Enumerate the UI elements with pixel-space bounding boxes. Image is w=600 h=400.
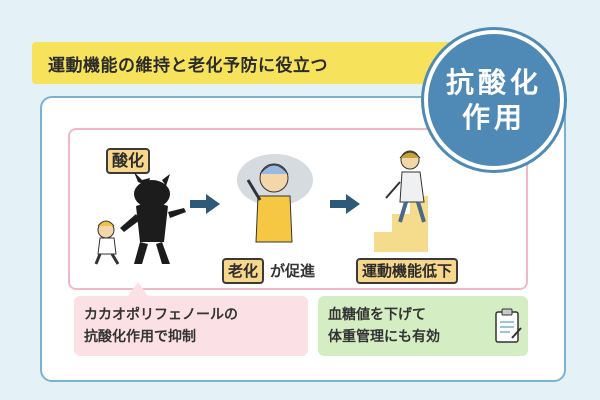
- cacao-line-1: カカオポリフェノールの: [84, 307, 238, 323]
- arrow-right-icon: [330, 194, 360, 214]
- aging-suffix: が促進: [270, 262, 316, 280]
- clipboard-icon: [495, 308, 522, 343]
- cacao-line-2: 抗酸化作用で抑制: [84, 329, 196, 345]
- blood-sugar-note: 血糖値を下げて 体重管理にも有効: [318, 296, 528, 356]
- oxidation-tag: 酸化: [106, 148, 151, 174]
- badge-line-2: 作用: [461, 101, 526, 134]
- oxidation-illustration: [94, 172, 186, 265]
- aging-illustration: [237, 154, 313, 243]
- headline-banner: 運動機能の維持と老化予防に役立つ: [32, 42, 452, 84]
- callout-tail: [128, 282, 148, 296]
- headline-text: 運動機能の維持と老化予防に役立つ: [48, 55, 328, 76]
- aging-tag: 老化: [222, 258, 265, 284]
- blood-sugar-line-2: 体重管理にも有効: [328, 329, 440, 345]
- motor-decline-tag: 運動機能低下: [356, 258, 459, 284]
- antioxidant-badge: 抗酸化 作用: [424, 30, 564, 170]
- cacao-note: カカオポリフェノールの 抗酸化作用で抑制: [74, 296, 308, 356]
- stairs-illustration: [374, 150, 428, 252]
- badge-line-1: 抗酸化: [445, 66, 542, 99]
- arrow-right-icon: [190, 194, 220, 214]
- blood-sugar-line-1: 血糖値を下げて: [328, 307, 426, 323]
